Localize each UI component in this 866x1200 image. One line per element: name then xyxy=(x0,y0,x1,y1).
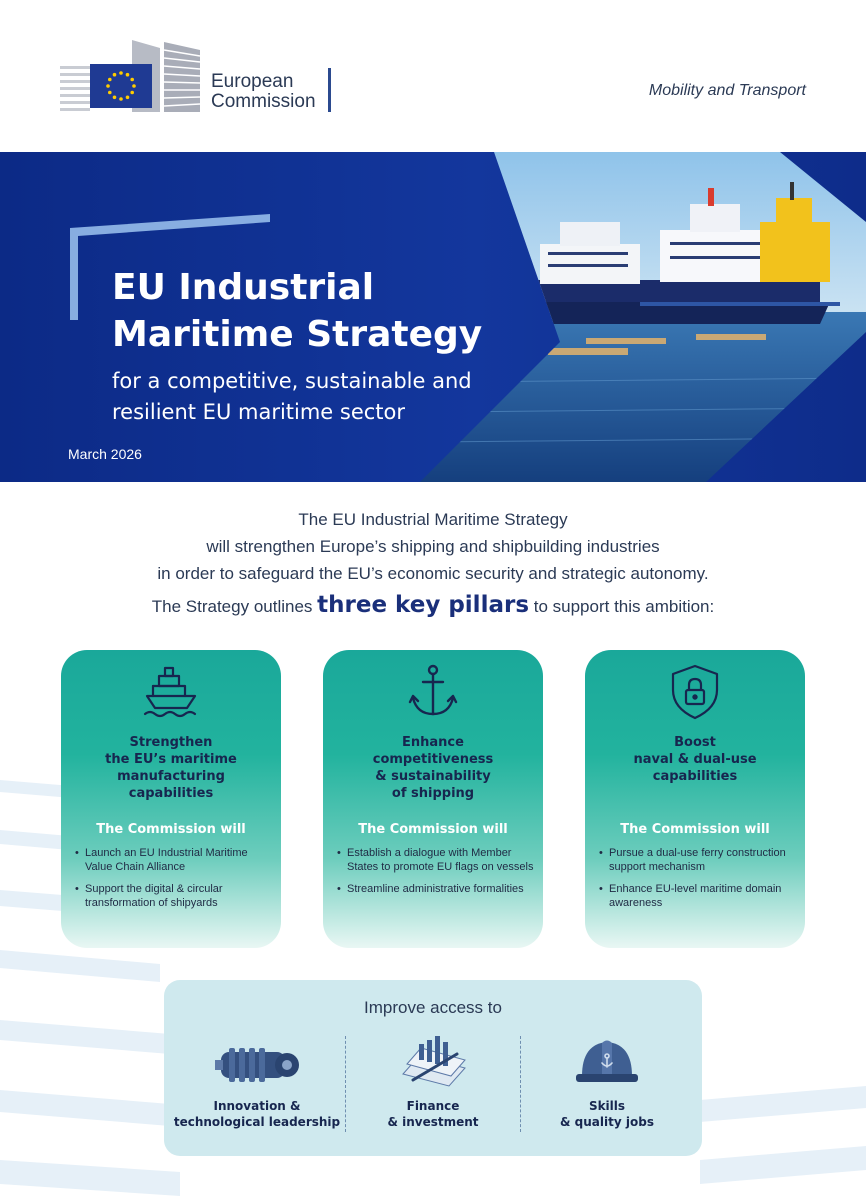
commission-label: The Commission will xyxy=(96,822,246,837)
improve-access-panel: Improve access to Innovation & technolog… xyxy=(164,980,702,1156)
access-divider xyxy=(520,1036,521,1132)
action-item: Support the digital & circular transform… xyxy=(75,882,275,910)
intro-text: The EU Industrial Maritime Strategy will… xyxy=(0,506,866,587)
access-label-line-2: & investment xyxy=(387,1115,479,1129)
organization-name: European Commission xyxy=(211,72,316,112)
hero-title-line-1: EU Industrial xyxy=(112,267,375,308)
department-name: Mobility and Transport xyxy=(648,82,806,99)
hero-banner: EU Industrial Maritime Strategy for a co… xyxy=(0,152,866,482)
pillar-title: Enhance competitiveness & sustainability… xyxy=(372,735,494,801)
access-label-line-1: Skills xyxy=(588,1099,626,1113)
intro-line-1: The EU Industrial Maritime Strategy xyxy=(298,510,568,529)
engine-icon xyxy=(172,1034,342,1094)
commission-label: The Commission will xyxy=(620,822,770,837)
lead-after: to support this ambition: xyxy=(529,597,715,616)
hero-subtitle-line-2: resilient EU maritime sector xyxy=(112,400,406,424)
access-label-line-1: Finance xyxy=(406,1099,460,1113)
pillar-card-manufacturing: Strengthen the EU’s maritime manufacturi… xyxy=(61,650,281,948)
action-list: Pursue a dual-use ferry construction sup… xyxy=(599,846,799,918)
action-item: Establish a dialogue with Member States … xyxy=(337,846,537,874)
access-label: Finance & investment xyxy=(348,1098,518,1130)
action-list: Establish a dialogue with Member States … xyxy=(337,846,537,904)
action-item: Pursue a dual-use ferry construction sup… xyxy=(599,846,799,874)
logo-divider xyxy=(328,68,331,112)
commission-label: The Commission will xyxy=(358,822,508,837)
publication-date: March 2026 xyxy=(68,446,142,462)
pillar-title: Strengthen the EU’s maritime manufacturi… xyxy=(105,735,237,801)
european-commission-logo xyxy=(60,40,201,112)
org-line-1: European xyxy=(211,71,294,92)
anchor-icon xyxy=(323,662,543,722)
icebreaker-ships-photo xyxy=(70,152,866,482)
shield-lock-icon xyxy=(585,662,805,722)
page-header: European Commission Mobility and Transpo… xyxy=(0,0,866,152)
hero-subtitle-line-1: for a competitive, sustainable and xyxy=(112,369,472,393)
hero-subtitle: for a competitive, sustainable and resil… xyxy=(112,366,512,428)
finance-chart-icon xyxy=(348,1034,518,1094)
access-label-line-1: Innovation & xyxy=(213,1099,301,1113)
hero-title-line-2: Maritime Strategy xyxy=(112,314,483,355)
intro-line-3: in order to safeguard the EU’s economic … xyxy=(157,564,709,583)
access-label-line-2: technological leadership xyxy=(173,1115,341,1129)
action-item: Streamline administrative formalities xyxy=(337,882,537,896)
org-line-2: Commission xyxy=(211,91,316,112)
pillar-title: Boost naval & dual-use capabilities xyxy=(633,735,757,784)
access-title: Improve access to xyxy=(364,998,502,1017)
access-label: Innovation & technological leadership xyxy=(172,1098,342,1130)
hard-hat-icon xyxy=(522,1034,692,1094)
action-list: Launch an EU Industrial Maritime Value C… xyxy=(75,846,275,918)
access-item-skills: Skills & quality jobs xyxy=(522,1034,692,1144)
access-item-finance: Finance & investment xyxy=(348,1034,518,1144)
access-item-innovation: Innovation & technological leadership xyxy=(172,1034,342,1144)
access-label: Skills & quality jobs xyxy=(522,1098,692,1130)
lead-before: The Strategy outlines xyxy=(151,597,318,616)
lead-highlight: three key pillars xyxy=(317,592,530,618)
access-label-line-2: & quality jobs xyxy=(560,1115,654,1129)
access-divider xyxy=(345,1036,346,1132)
action-item: Enhance EU-level maritime domain awarene… xyxy=(599,882,799,910)
ship-icon xyxy=(61,662,281,722)
pillar-card-shipping: Enhance competitiveness & sustainability… xyxy=(323,650,543,948)
pillar-card-defence: Boost naval & dual-use capabilities The … xyxy=(585,650,805,948)
hero-title: EU Industrial Maritime Strategy xyxy=(112,264,532,358)
intro-line-2: will strengthen Europe’s shipping and sh… xyxy=(206,537,660,556)
pillars-lead: The Strategy outlines three key pillars … xyxy=(0,592,866,618)
action-item: Launch an EU Industrial Maritime Value C… xyxy=(75,846,275,874)
